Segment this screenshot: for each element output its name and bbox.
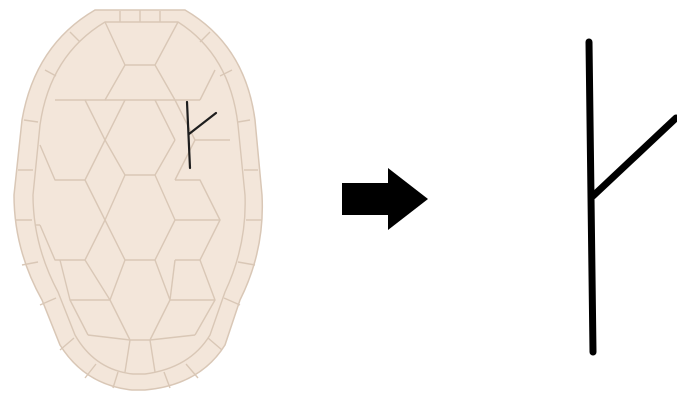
oracle-glyph	[589, 42, 676, 352]
shell-outline	[14, 10, 262, 390]
arrow-right-icon	[342, 168, 428, 230]
glyph-branch	[593, 118, 676, 196]
turtle-shell	[14, 10, 262, 390]
arrow-shape	[342, 168, 428, 230]
